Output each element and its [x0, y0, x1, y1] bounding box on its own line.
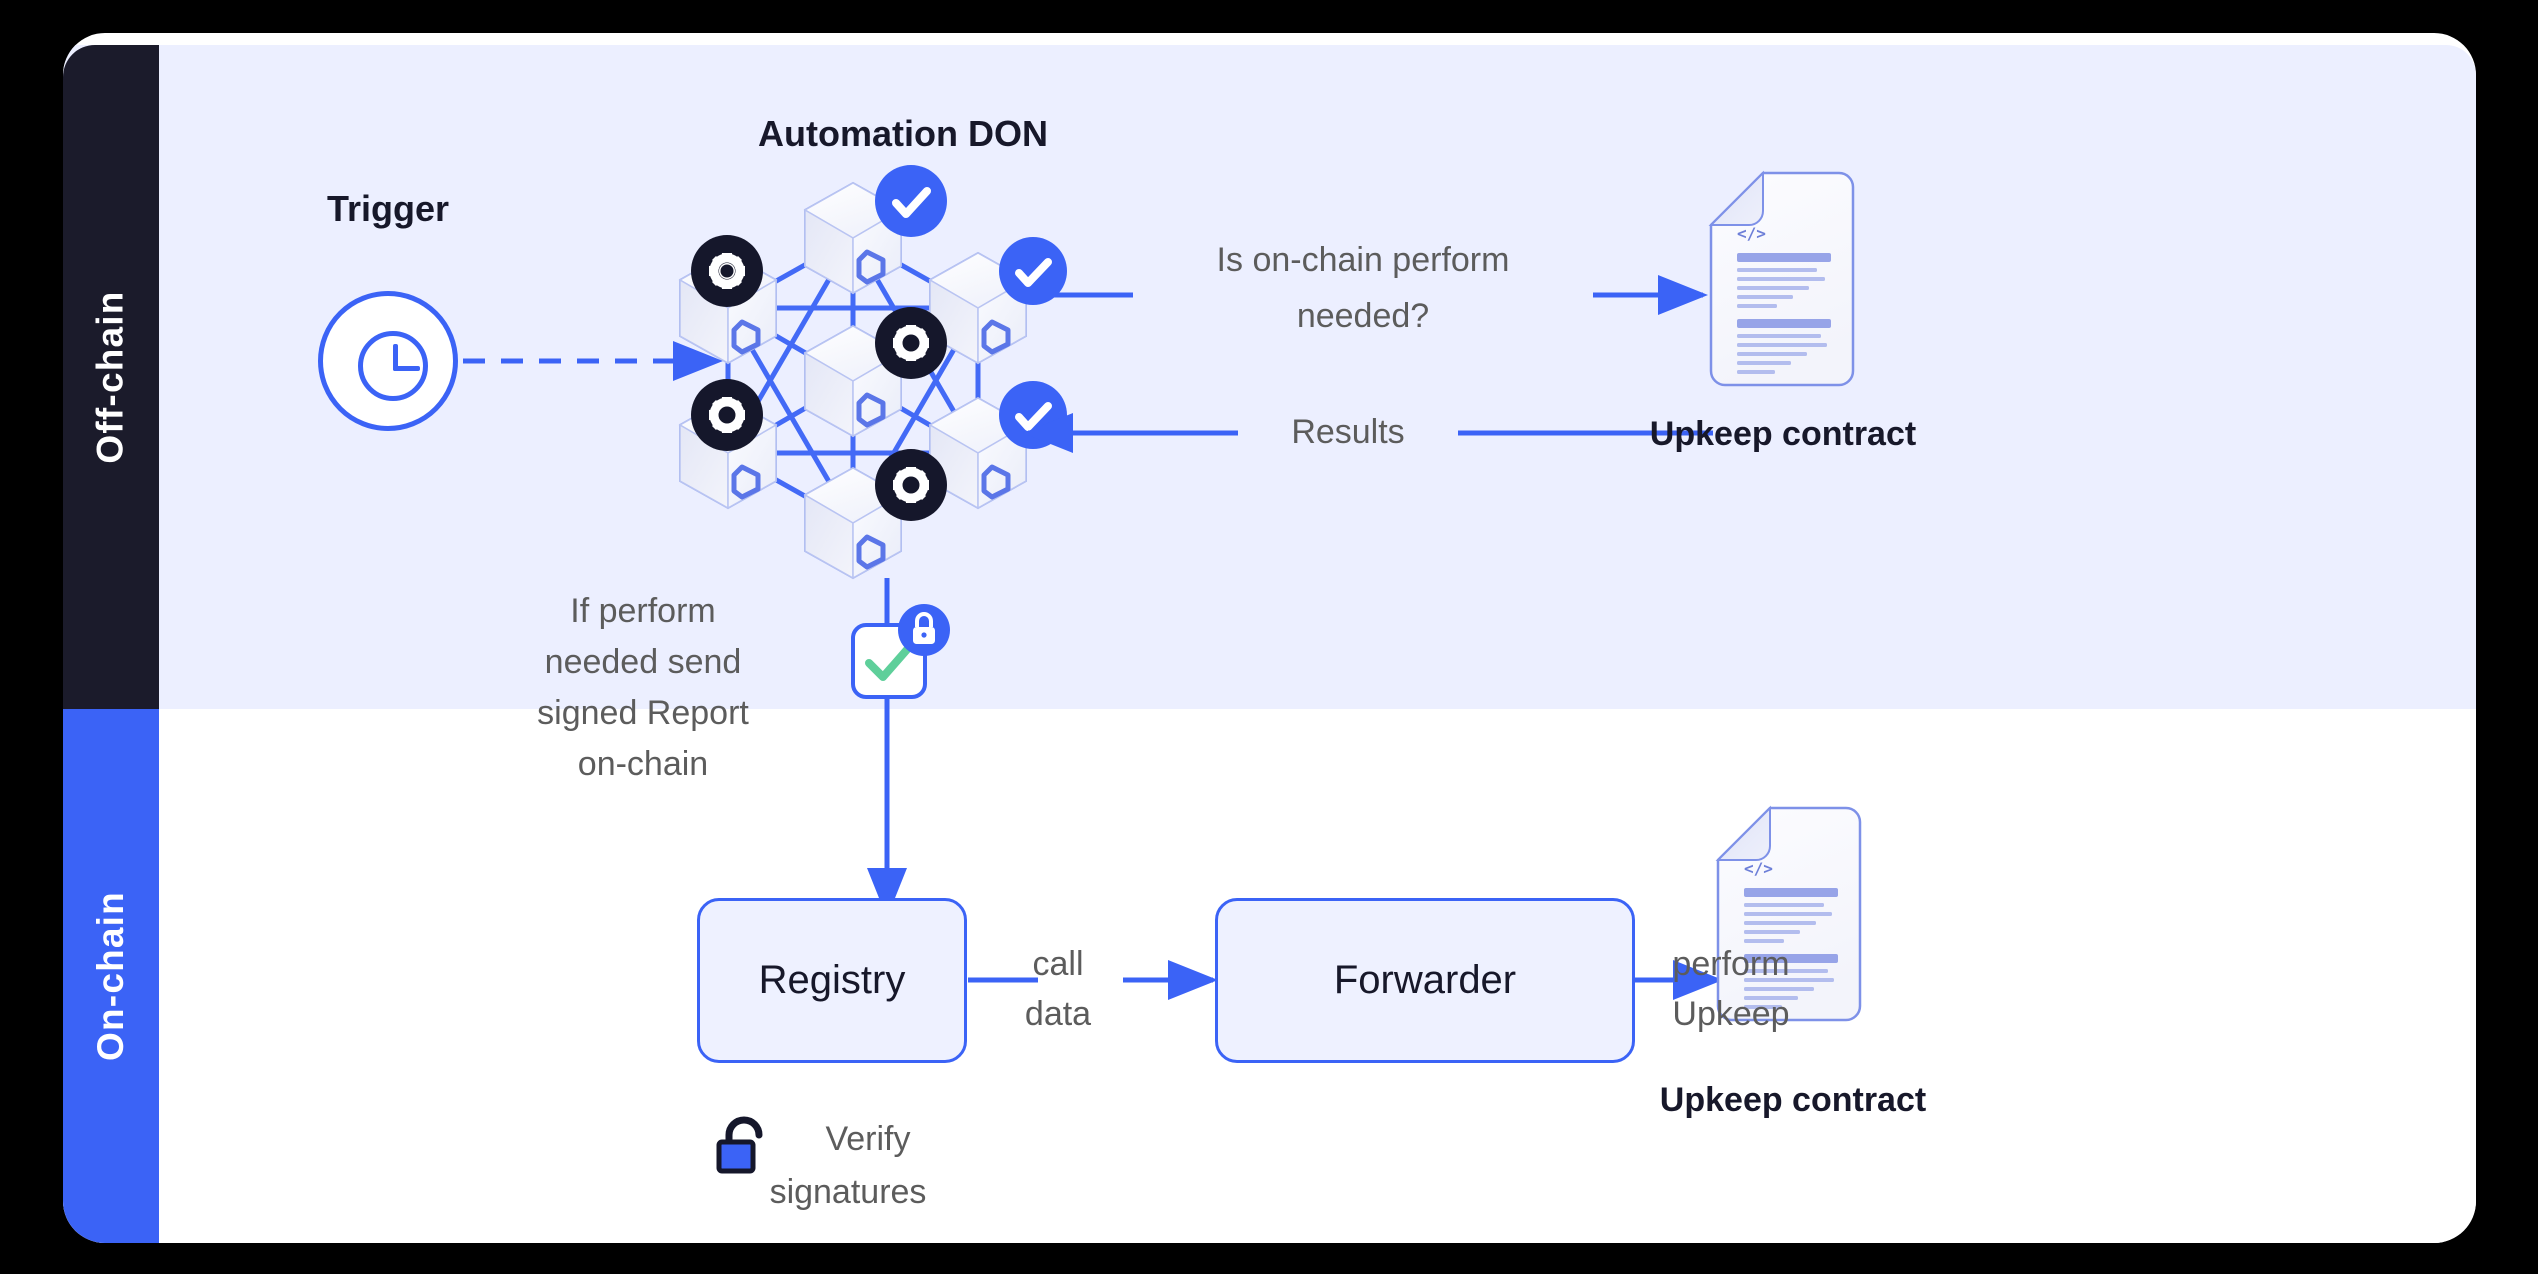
clock-hand-minute	[393, 366, 420, 371]
report-note-line3: signed Report	[537, 694, 749, 732]
perform-upkeep-label-line1: perform	[1672, 945, 1790, 983]
report-note-line2: needed send	[544, 643, 742, 681]
clock-face	[358, 331, 428, 401]
forwarder-box[interactable]: Forwarder	[1215, 898, 1635, 1063]
perform-upkeep-label-line2: Upkeep	[1672, 995, 1790, 1033]
question-label-line2: needed?	[1296, 297, 1430, 335]
trigger-label: Trigger	[326, 188, 450, 229]
call-data-label-line2: data	[1024, 995, 1092, 1033]
diagram-card: Off-chain On-chain	[63, 33, 2476, 1243]
offchain-lane-sidebar: Off-chain	[63, 45, 159, 709]
verify-signatures-label-line1: Verify	[825, 1120, 911, 1158]
registry-label: Registry	[758, 958, 906, 1002]
unlock-icon	[716, 1116, 763, 1174]
forwarder-label: Forwarder	[1333, 958, 1517, 1002]
question-label-line1: Is on-chain perform	[1216, 241, 1510, 279]
upkeep-contract-doc-offchain: </>	[1708, 170, 1855, 387]
gear-circle-icon	[691, 235, 947, 521]
report-note-line1: If perform	[570, 592, 716, 630]
svg-text:</>: </>	[1737, 224, 1766, 243]
connector-layer: </> </>	[463, 165, 1862, 1174]
offchain-band	[63, 45, 2476, 709]
don-nodes	[678, 181, 1028, 580]
lock-icon	[898, 604, 950, 656]
automation-don-title: Automation DON	[758, 113, 1048, 154]
onchain-lane-sidebar: On-chain	[63, 709, 159, 1243]
results-label: Results	[1291, 413, 1405, 451]
upkeep-contract-doc-onchain: </>	[1715, 805, 1862, 1022]
upkeep-contract-label-offchain: Upkeep contract	[1649, 415, 1917, 453]
upkeep-contract-label-onchain: Upkeep contract	[1659, 1081, 1927, 1119]
clock-hand-hour	[393, 344, 398, 371]
clock-icon	[318, 291, 458, 431]
verify-signatures-label-line2: signatures	[769, 1173, 927, 1211]
svg-text:</>: </>	[1744, 859, 1773, 878]
call-data-label-line1: call	[1032, 945, 1084, 983]
report-note-line4: on-chain	[577, 745, 709, 783]
registry-box[interactable]: Registry	[697, 898, 967, 1063]
